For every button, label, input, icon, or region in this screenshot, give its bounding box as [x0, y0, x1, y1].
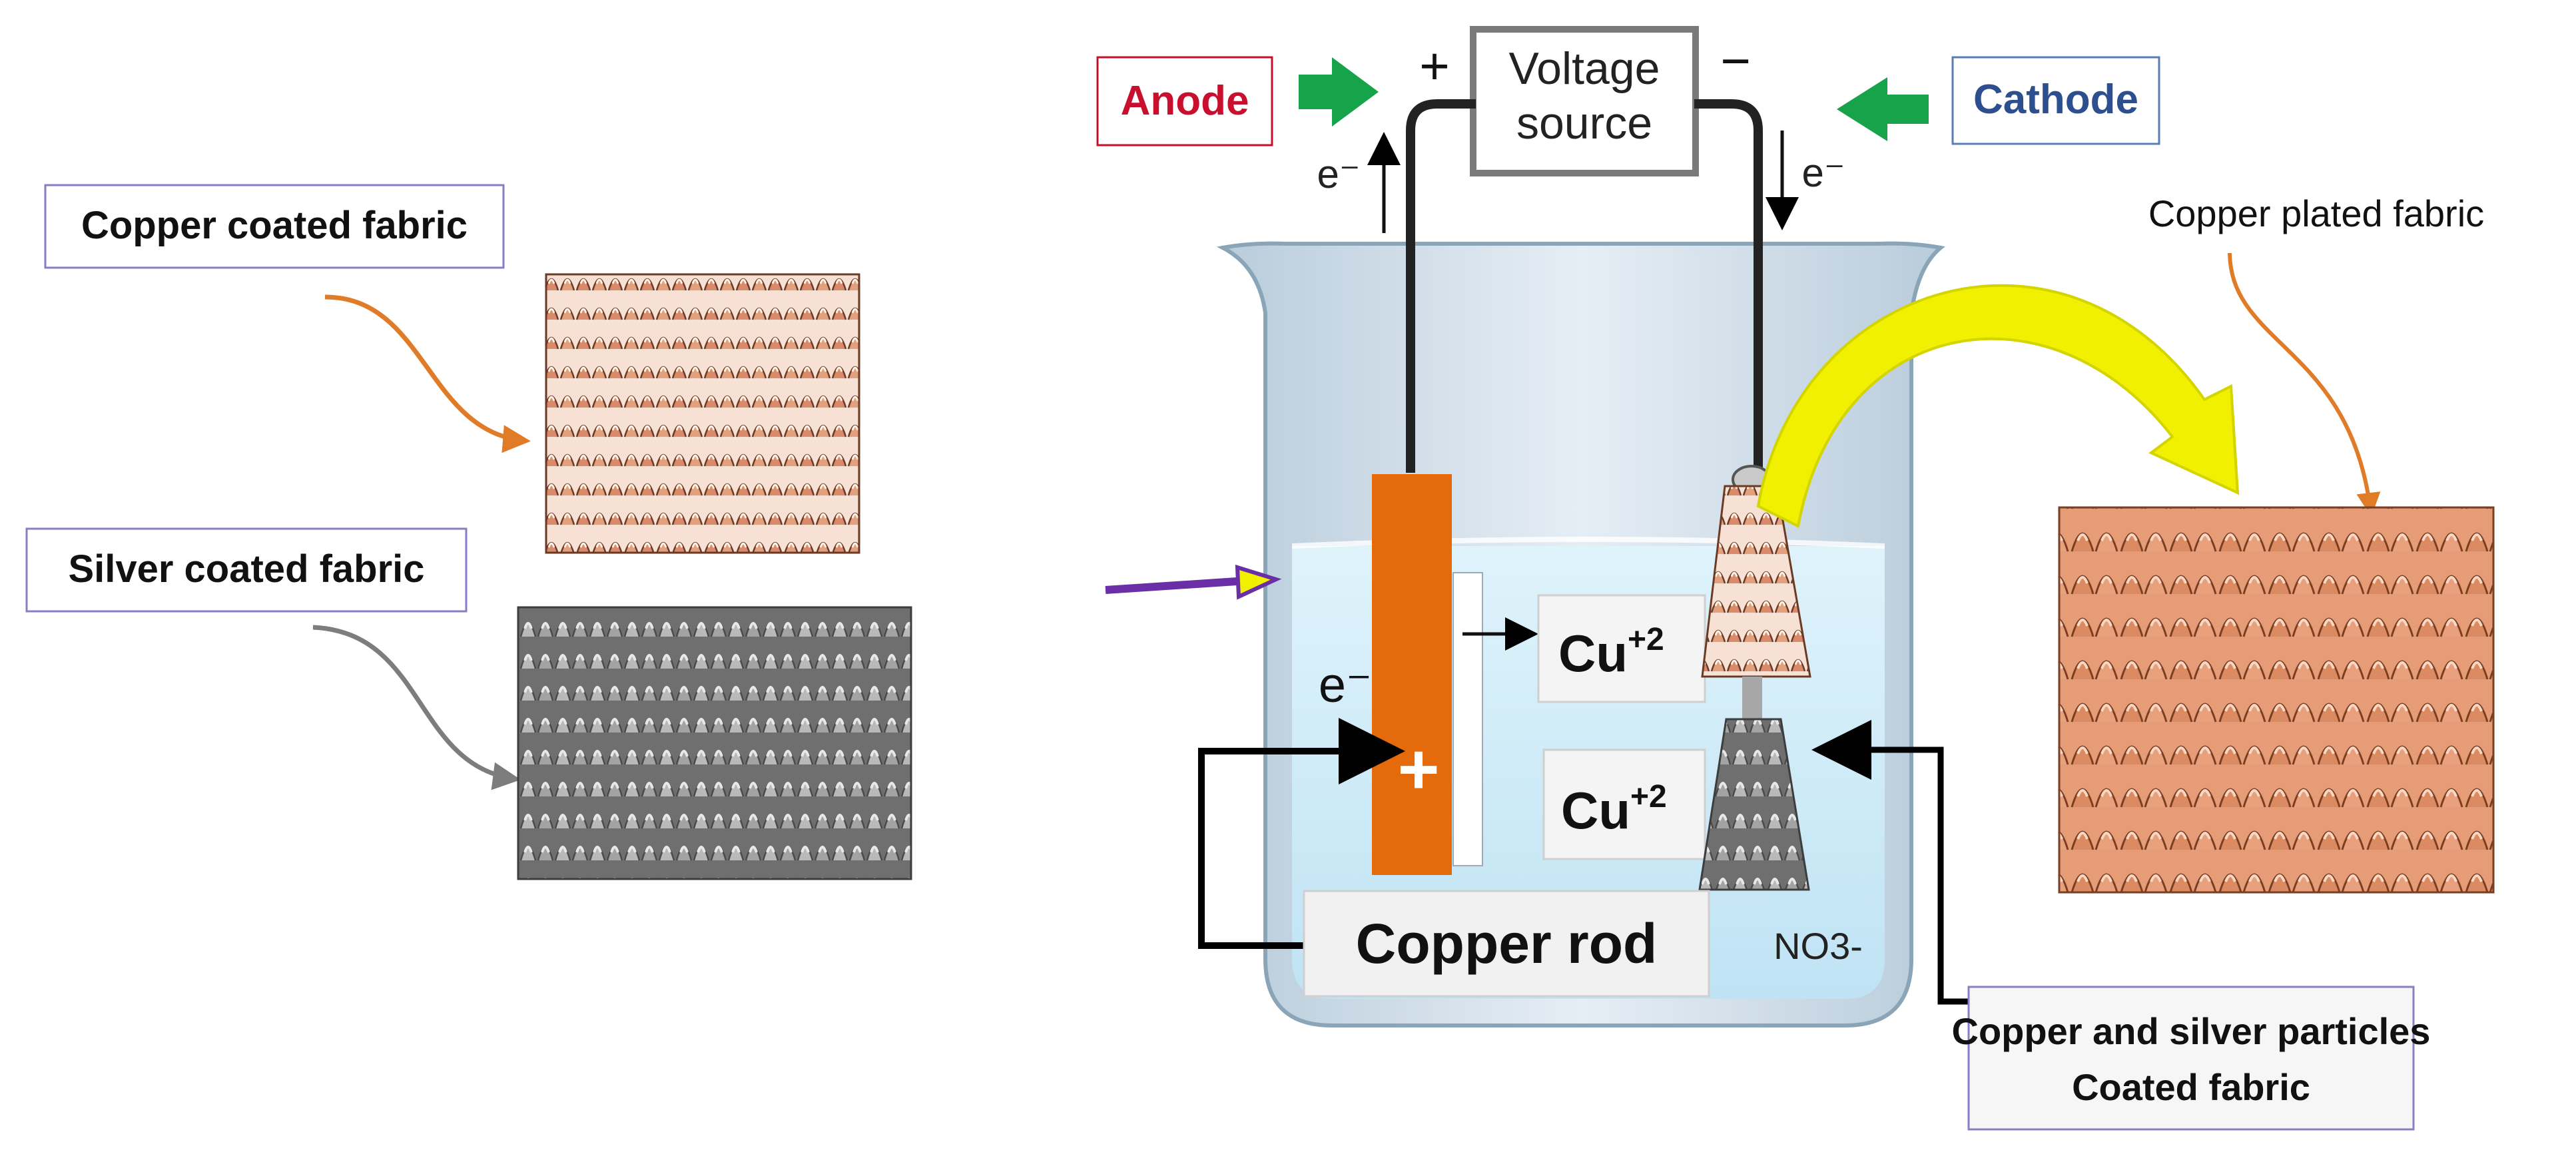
voltage-line1: Voltage	[1509, 43, 1660, 94]
rod-plus-sign: +	[1397, 729, 1439, 809]
cu-ion-upper: Cu+2	[1537, 594, 1706, 703]
cathode-green-arrow	[1837, 77, 1929, 141]
copper-plated-fabric	[2058, 506, 2495, 894]
anode-text: Anode	[1121, 78, 1249, 124]
copper-coated-text: Copper coated fabric	[81, 204, 468, 247]
cs-line2: Coated fabric	[2072, 1066, 2310, 1108]
svg-text:Cu+2: Cu+2	[1561, 779, 1667, 840]
copper-rod-pointer	[1198, 718, 1405, 949]
cathode-fabric-stack	[1698, 465, 1811, 891]
anode-wire	[1406, 99, 1476, 473]
cu-ion-lower-base: Cu	[1561, 781, 1630, 840]
purple-input-arrow	[1105, 564, 1282, 600]
nitrate-label: NO3-	[1773, 925, 1863, 967]
silver-coated-label: Silver coated fabric	[25, 527, 468, 613]
cathode-text: Cathode	[1973, 77, 2138, 123]
electron-beaker-label: e⁻	[1319, 657, 1372, 713]
copper-plated-text: Copper plated fabric	[2148, 192, 2484, 234]
copper-rod: +	[1372, 474, 1483, 875]
copper-coated-label: Copper coated fabric	[44, 184, 505, 269]
cathode-wire	[1694, 99, 1763, 477]
silver-coated-fabric	[517, 606, 912, 880]
cu-ion-lower: Cu+2	[1542, 748, 1706, 860]
voltage-line2: source	[1516, 98, 1652, 148]
cu-ion-upper-charge: +2	[1628, 622, 1664, 657]
svg-text:Cu+2: Cu+2	[1558, 622, 1664, 683]
minus-sign: −	[1720, 31, 1751, 90]
cathode-label: Cathode	[1951, 56, 2160, 145]
anode-label: Anode	[1096, 56, 1273, 146]
cs-line1: Copper and silver particles	[1952, 1010, 2431, 1052]
copper-rod-text: Copper rod	[1356, 912, 1658, 975]
cu-ion-lower-charge: +2	[1630, 779, 1667, 814]
silver-label-arrow	[312, 625, 521, 790]
copper-rod-label: Copper rod	[1303, 890, 1710, 998]
electron-right-label: e⁻	[1801, 150, 1845, 195]
voltage-source: Voltage source	[1470, 26, 1699, 176]
plated-label-arrow	[2228, 252, 2381, 517]
cs-fabric-pointer	[1811, 720, 1973, 1005]
anode-green-arrow	[1299, 57, 1379, 127]
silver-coated-text: Silver coated fabric	[68, 547, 424, 591]
copper-label-arrow	[324, 294, 531, 453]
plus-sign: +	[1419, 37, 1450, 95]
copper-coated-fabric	[545, 273, 860, 554]
cu-ion-upper-base: Cu	[1558, 624, 1628, 683]
cs-fabric-label: Copper and silver particles Coated fabri…	[1952, 986, 2431, 1131]
yellow-curved-arrow	[1756, 284, 2240, 528]
electron-left-label: e⁻	[1317, 152, 1360, 196]
